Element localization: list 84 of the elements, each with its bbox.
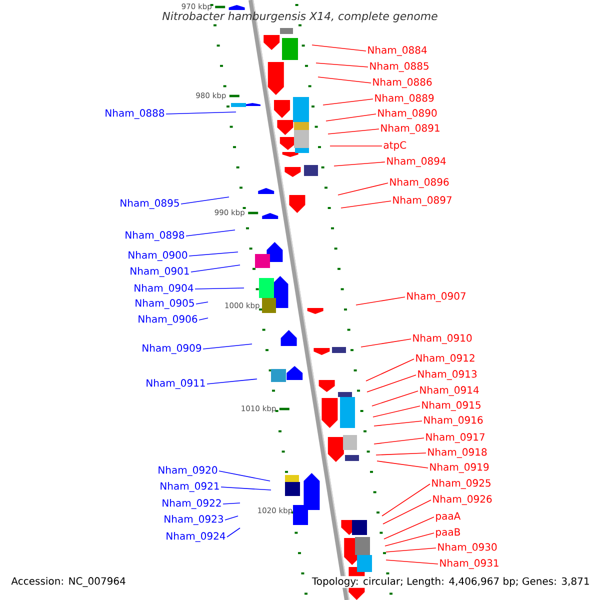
- leader-line: [328, 128, 380, 134]
- leader-line: [194, 288, 244, 290]
- gene-label: Nham_0900: [128, 251, 188, 261]
- footer-text: Topology: circular; Length: 4,406,967 bp; Genes: 3,871: [310, 576, 591, 588]
- gene-label: Nham_0888: [106, 109, 164, 119]
- leader-line: [226, 528, 240, 538]
- gene-label: Nham_0907: [407, 292, 466, 302]
- gene-label: Nham_0916: [424, 416, 483, 426]
- leader-line: [334, 162, 386, 166]
- leader-line: [338, 182, 388, 196]
- leader-line: [326, 114, 376, 122]
- leader-line: [218, 470, 270, 482]
- leader-line: [386, 560, 438, 564]
- leader-line: [202, 344, 252, 350]
- gene-label: Nham_0901: [130, 267, 189, 277]
- gene-label: Nham_0890: [378, 109, 437, 119]
- gene-label: Nham_0930: [438, 543, 497, 553]
- leader-line: [186, 230, 236, 236]
- footer-text: Accession: NC_007964: [11, 577, 126, 587]
- gene-label: Nham_0921: [160, 482, 219, 492]
- gene-label: atpC: [384, 141, 406, 151]
- gene-label: Nham_0885: [370, 62, 428, 72]
- leader-line: [222, 502, 240, 504]
- gene-label: Nham_0913: [418, 370, 477, 380]
- gene-label: Nham_0897: [393, 196, 452, 206]
- leader-line: [366, 374, 416, 392]
- leader-line: [196, 302, 208, 304]
- gene-label: paaB: [436, 528, 460, 538]
- gene-label: Nham_0922: [162, 499, 221, 509]
- gene-label: Nham_0884: [368, 46, 427, 56]
- leader-line: [384, 532, 434, 546]
- gene-label: Nham_0906: [138, 315, 198, 325]
- leader-line: [340, 200, 392, 208]
- leader-line: [356, 296, 406, 306]
- gene-label: Nham_0894: [387, 157, 446, 167]
- leader-line: [386, 548, 436, 552]
- gene-label: Nham_0898: [126, 231, 184, 241]
- gene-label: Nham_0915: [422, 401, 480, 411]
- gene-label: Nham_0889: [375, 94, 434, 104]
- leader-line: [166, 112, 236, 114]
- gene-label: Nham_0895: [120, 199, 179, 209]
- gene-label: Nham_0917: [426, 433, 484, 443]
- leader-line: [312, 44, 366, 52]
- gene-label: Nham_0912: [416, 354, 474, 364]
- leader-line: [318, 76, 372, 84]
- gene-label: Nham_0886: [373, 78, 432, 88]
- gene-label: paaA: [436, 512, 461, 522]
- gene-label: Nham_0920: [158, 466, 218, 476]
- leader-line: [322, 98, 374, 106]
- leader-line: [376, 452, 426, 456]
- leader-line: [382, 500, 432, 524]
- leader-line: [190, 264, 240, 272]
- leader-line: [198, 318, 208, 320]
- leader-line: [382, 484, 430, 516]
- leader-line: [206, 378, 258, 384]
- leader-line: [374, 438, 424, 444]
- gene-label: Nham_0924: [166, 532, 226, 542]
- gene-label: Nham_0891: [381, 124, 440, 134]
- gene-label: Nham_0896: [390, 178, 449, 188]
- leader-line: [376, 460, 428, 468]
- gene-label: Nham_0911: [146, 379, 205, 389]
- leader-line: [372, 406, 420, 418]
- leader-line: [384, 516, 434, 540]
- gene-label: Nham_0914: [420, 386, 479, 396]
- leader-line: [188, 252, 238, 256]
- leader-line: [224, 516, 238, 520]
- leader-line: [372, 390, 418, 406]
- gene-label: Nham_0931: [440, 559, 498, 569]
- leader-line: [180, 196, 230, 204]
- leader-line: [366, 358, 414, 382]
- gene-label: Nham_0905: [136, 299, 194, 309]
- gene-label: Nham_0923: [164, 515, 223, 525]
- gene-label: Nham_0910: [413, 334, 472, 344]
- leader-line: [220, 486, 272, 490]
- gene-label: Nham_0925: [432, 479, 490, 489]
- leader-line: [360, 338, 412, 348]
- title: Nitrobacter hamburgensis X14, complete genome: [162, 12, 438, 22]
- leader-line: [374, 420, 422, 426]
- gene-label: Nham_0919: [430, 463, 489, 473]
- leader-line: [316, 62, 368, 68]
- gene-label: Nham_0909: [142, 344, 202, 354]
- gene-label: Nham_0904: [134, 284, 194, 294]
- gene-label: Nham_0918: [428, 448, 487, 458]
- gene-label: Nham_0926: [433, 495, 492, 505]
